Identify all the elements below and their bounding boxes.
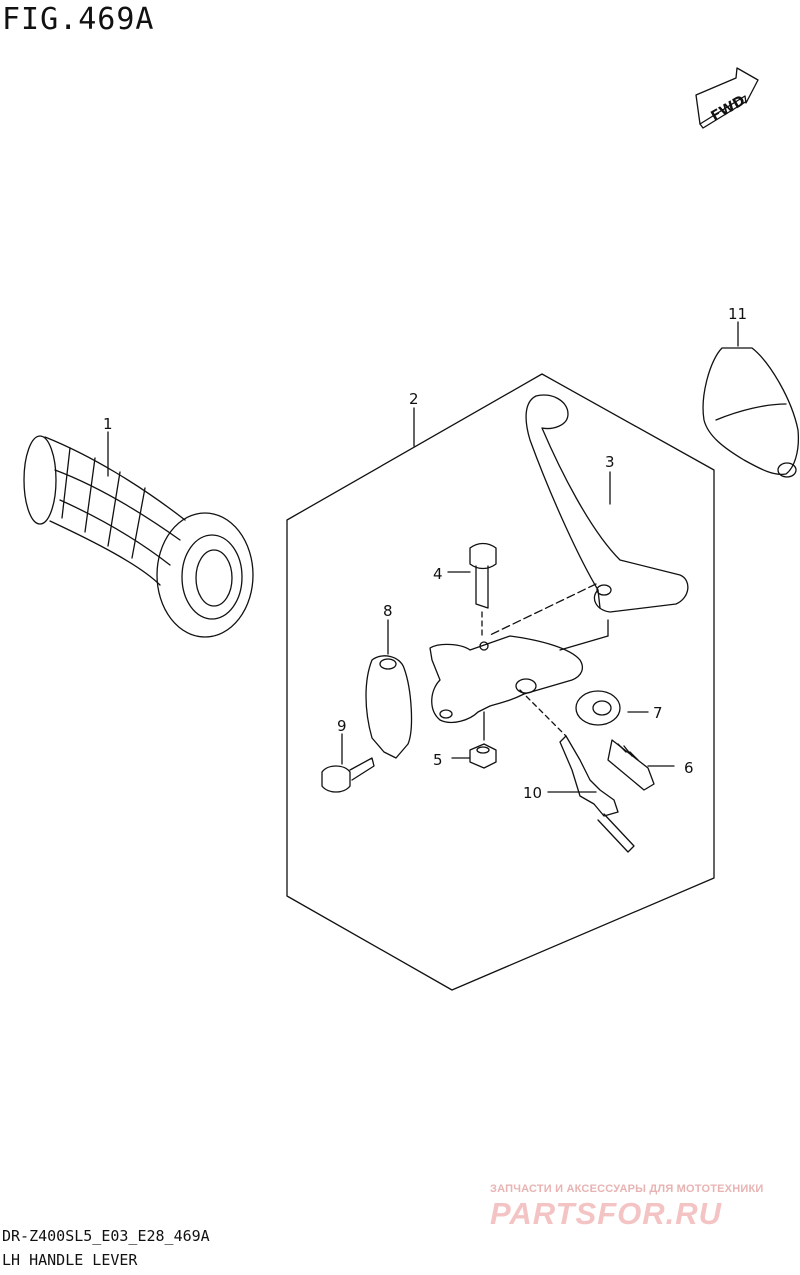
pivot-bolt-icon [469, 542, 497, 609]
section-name: LH HANDLE LEVER [2, 1251, 138, 1269]
watermark-logo: PARTSFOR.RU [490, 1196, 723, 1231]
figure-title: FIG.469A [2, 2, 155, 37]
callout-8: 8 [383, 602, 393, 620]
lever-clamp-icon [365, 655, 413, 759]
clamp-bolt-icon [321, 757, 375, 793]
cable-adjuster-icon [607, 739, 655, 791]
callout-4: 4 [433, 565, 443, 583]
model-code: DR-Z400SL5_E03_E28_469A [2, 1227, 210, 1245]
callout-10: 10 [523, 784, 542, 802]
nut-icon [469, 743, 497, 769]
adjuster-nut-icon [575, 690, 621, 726]
clutch-lever-icon [525, 394, 689, 613]
callout-5: 5 [433, 751, 443, 769]
fwd-arrow-icon [695, 67, 759, 129]
callout-1: 1 [103, 415, 113, 433]
leader-lines [107, 321, 739, 793]
callout-6: 6 [684, 759, 694, 777]
lever-assembly-group-icon [286, 373, 715, 991]
callout-3: 3 [605, 453, 615, 471]
lever-bracket-icon [429, 635, 583, 724]
callout-9: 9 [337, 717, 347, 735]
watermark-tagline: ЗАПЧАСТИ И АКСЕССУАРЫ ДЛЯ МОТОТЕХНИКИ [490, 1183, 764, 1195]
handlebar-grip-icon [23, 435, 254, 638]
clutch-switch-icon [559, 735, 635, 853]
callout-7: 7 [653, 704, 663, 722]
callout-2: 2 [409, 390, 419, 408]
callout-11: 11 [728, 305, 747, 323]
lever-guard-icon [702, 347, 800, 478]
